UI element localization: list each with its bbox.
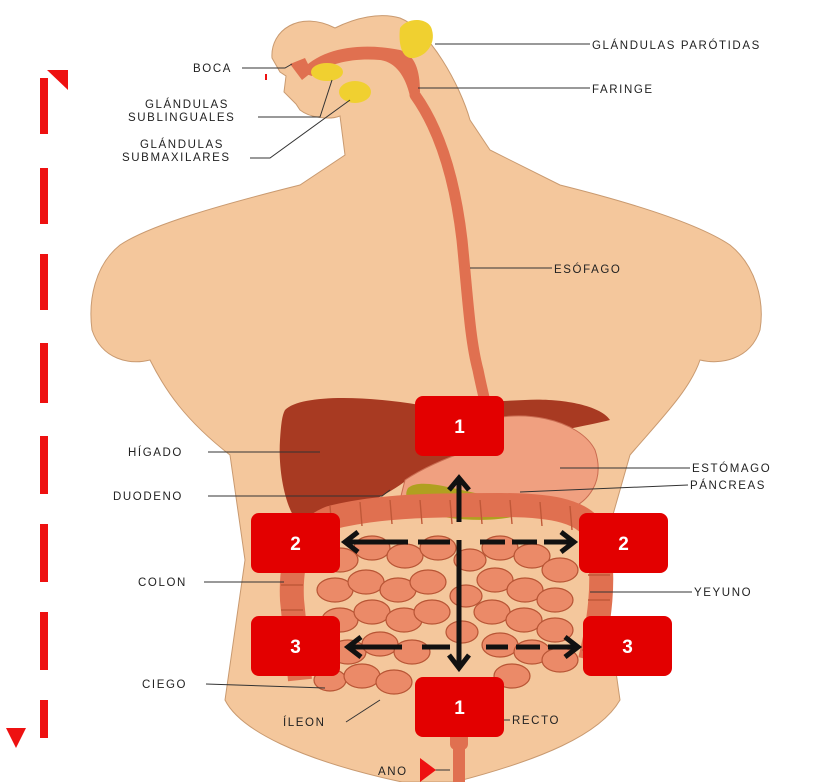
label-sublinguales-1: GLÁNDULAS <box>145 98 229 111</box>
badge-low-right-number: 3 <box>622 637 633 658</box>
badge-low-right: 3 <box>583 616 672 676</box>
label-yeyuno: YEYUNO <box>694 587 752 599</box>
badge-mid-right-number: 2 <box>618 534 629 555</box>
arrowhead-bottom <box>6 728 26 748</box>
label-higado: HÍGADO <box>128 446 183 459</box>
badge-bottom: 1 <box>415 677 504 737</box>
submaxillary-gland <box>339 81 371 103</box>
label-boca: BOCA <box>193 63 232 75</box>
label-faringe: FARINGE <box>592 84 654 96</box>
label-estomago: ESTÓMAGO <box>692 462 771 475</box>
mouth-mark <box>265 74 267 80</box>
badge-low-left-number: 3 <box>290 637 301 658</box>
badge-bottom-number: 1 <box>454 698 465 719</box>
sublingual-gland <box>311 63 343 81</box>
label-ciego: CIEGO <box>142 679 187 691</box>
anal-canal <box>453 748 465 782</box>
label-pancreas: PÁNCREAS <box>690 479 766 492</box>
arrowhead-top <box>47 70 68 90</box>
label-submaxilares-1: GLÁNDULAS <box>140 138 224 151</box>
badge-top-number: 1 <box>454 417 465 438</box>
label-colon: COLON <box>138 577 187 589</box>
badge-mid-right: 2 <box>579 513 668 573</box>
badge-mid-left-number: 2 <box>290 534 301 555</box>
badge-low-left: 3 <box>251 616 340 676</box>
label-recto: RECTO <box>512 715 560 727</box>
label-parotidas: GLÁNDULAS PARÓTIDAS <box>592 39 761 52</box>
label-ano: ANO <box>378 766 408 778</box>
label-duodeno: DUODENO <box>113 491 183 503</box>
badge-mid-left: 2 <box>251 513 340 573</box>
label-ileon: ÍLEON <box>283 716 326 729</box>
label-submaxilares-2: SUBMAXILARES <box>122 152 231 164</box>
label-sublinguales-2: SUBLINGUALES <box>128 112 235 124</box>
badge-top: 1 <box>415 396 504 456</box>
label-esofago: ESÓFAGO <box>554 263 621 276</box>
